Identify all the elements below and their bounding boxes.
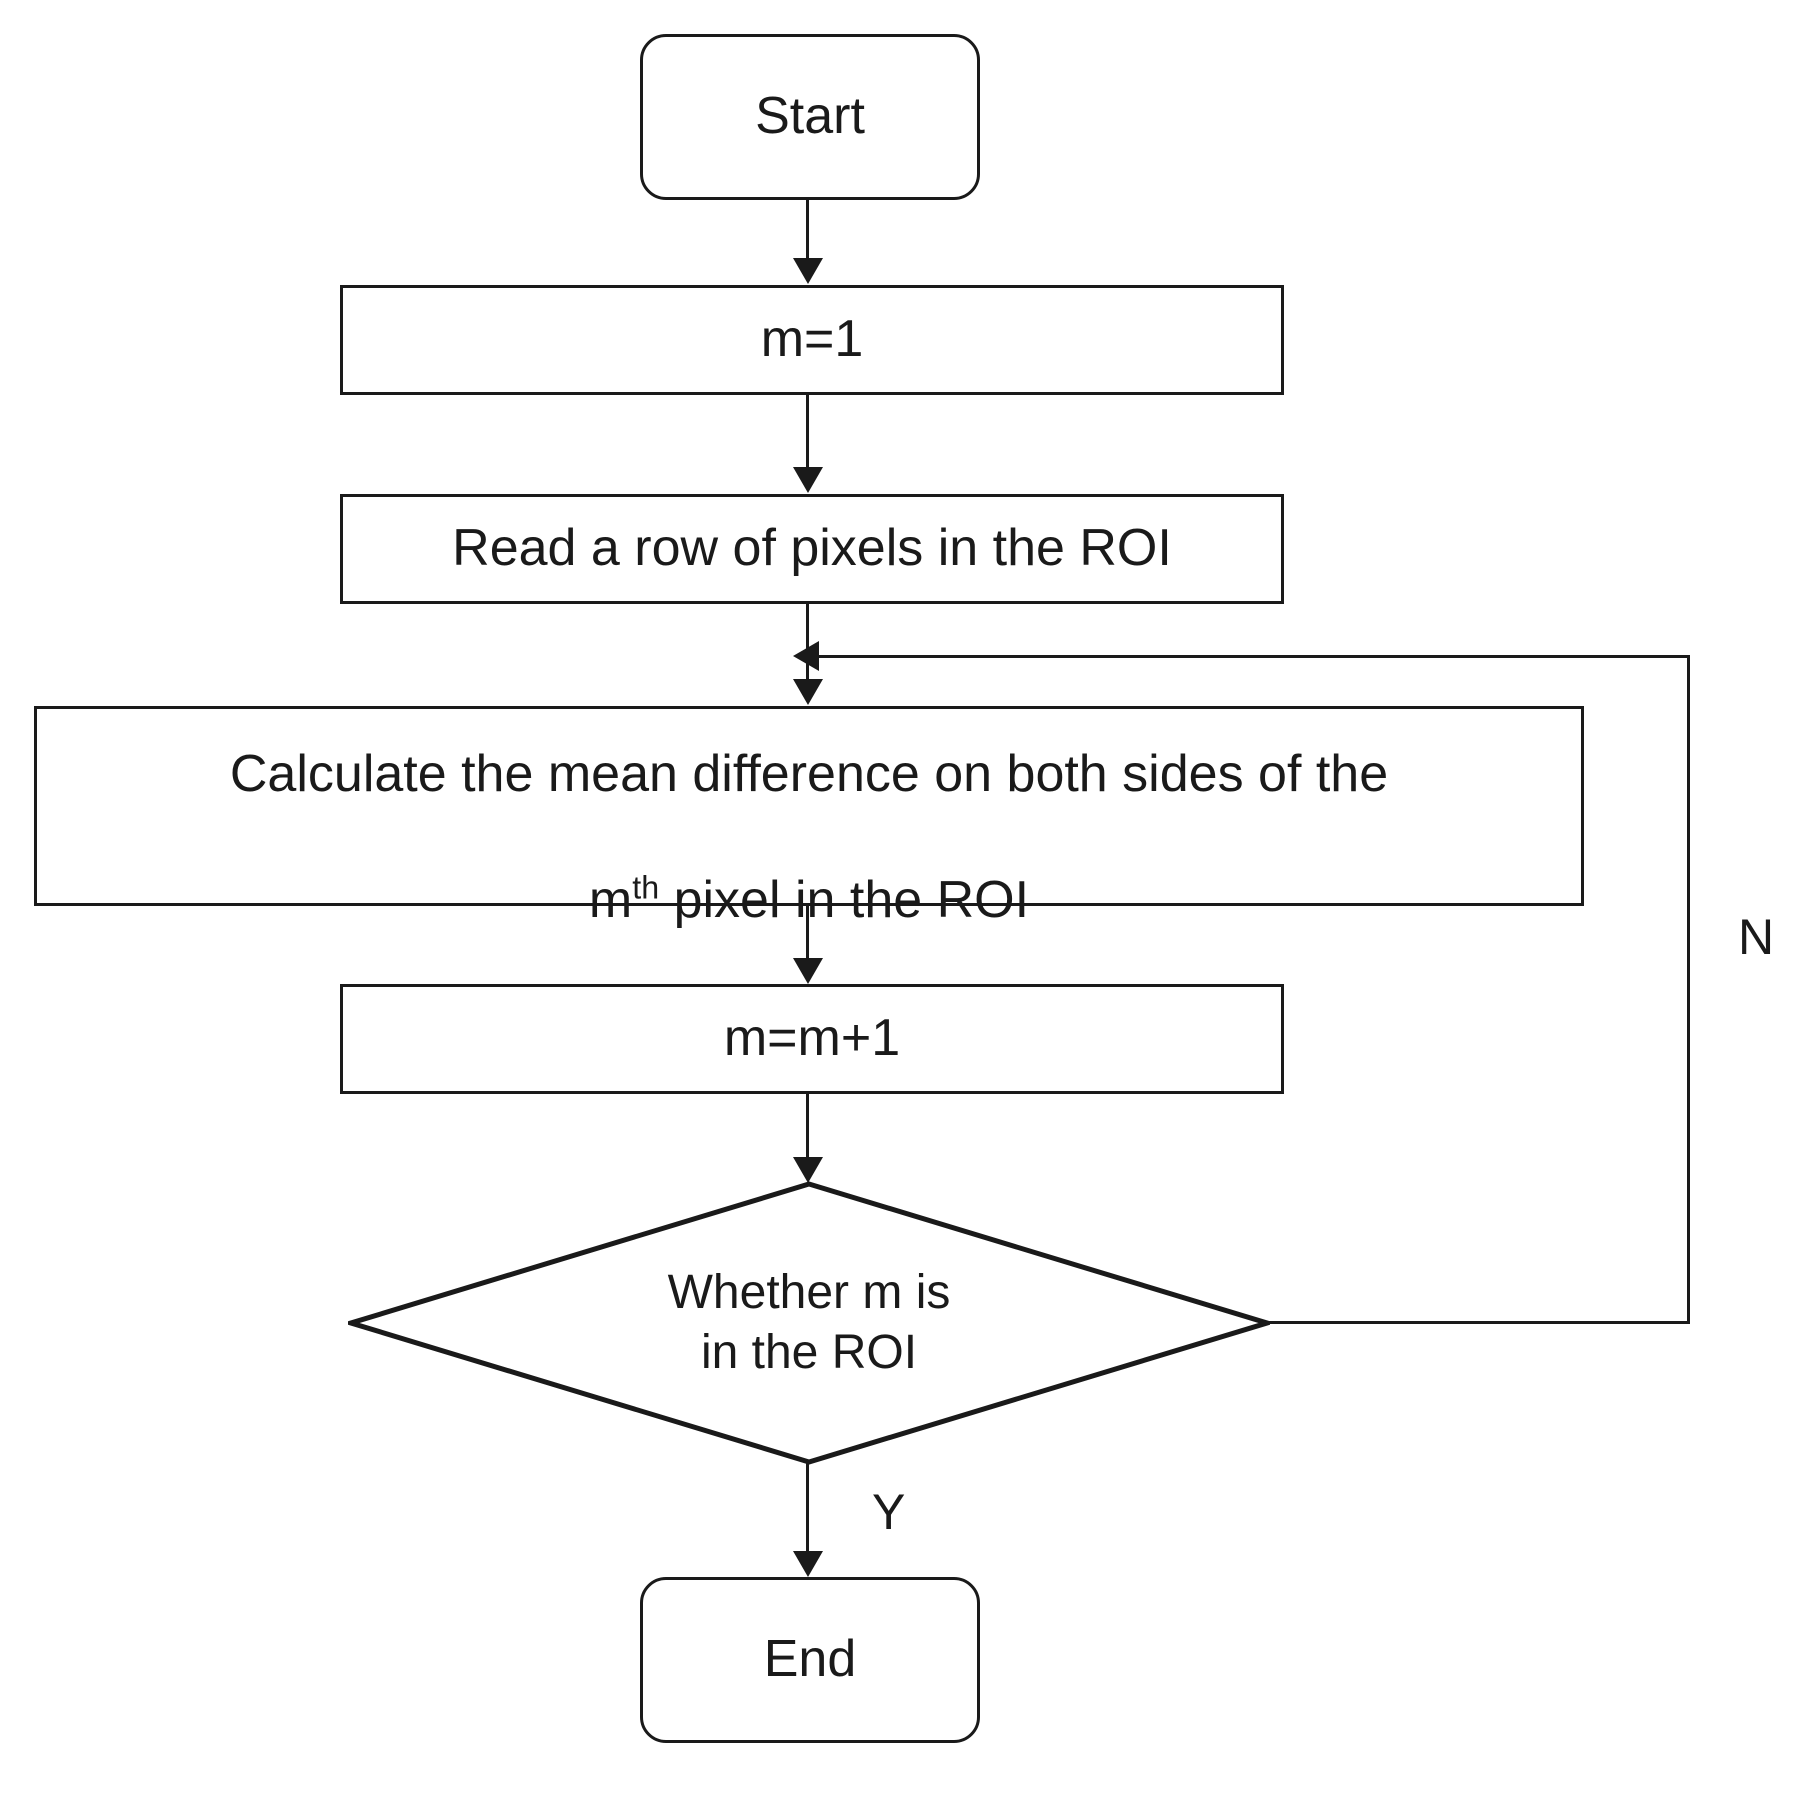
flowchart-node-read-row[interactable]: Read a row of pixels in the ROI [340, 494, 1284, 604]
node-calculate-line1: Calculate the mean difference on both si… [229, 744, 1389, 803]
edge-decision-no-horizontal-return [818, 655, 1690, 658]
flowchart-node-decision[interactable]: Whether m is in the ROI [348, 1181, 1270, 1465]
node-start-label: Start [755, 87, 865, 146]
edge-start-to-init [806, 200, 809, 262]
node-decision-label: Whether m is in the ROI [667, 1266, 951, 1379]
decision-diamond-shape [348, 1181, 1270, 1465]
branch-label-yes: Y [872, 1484, 906, 1540]
flowchart-node-calculate[interactable]: Calculate the mean difference on both si… [34, 706, 1584, 929]
edge-increment-to-decision [806, 1094, 809, 1157]
flowchart-node-end[interactable]: End [640, 1577, 980, 1743]
flowchart-node-increment[interactable]: m=m+1 [340, 984, 1284, 1094]
edge-calculate-to-increment-arrowhead [793, 958, 823, 984]
edge-calculate-to-increment [806, 906, 809, 958]
node-increment-label: m=m+1 [723, 1009, 901, 1068]
node-read-row-label: Read a row of pixels in the ROI [452, 519, 1172, 578]
node-calculate-line2-suffix: pixel in the ROI [659, 871, 1030, 930]
node-end-label: End [763, 1630, 857, 1689]
node-calculate-superscript-th: th [632, 870, 660, 907]
node-calculate-label: Calculate the mean difference on both si… [220, 679, 1398, 933]
flowchart-node-init[interactable]: m=1 [340, 285, 1284, 395]
edge-increment-to-decision-arrowhead [793, 1157, 823, 1183]
node-init-label: m=1 [760, 310, 864, 369]
flowchart-node-start[interactable]: Start [640, 34, 980, 200]
edge-init-to-read-arrowhead [793, 467, 823, 493]
edge-decision-no-horizontal-right [1268, 1321, 1690, 1324]
edge-init-to-read [806, 395, 809, 467]
edge-decision-yes-to-end [806, 1463, 809, 1551]
edge-decision-no-arrowhead [793, 641, 819, 671]
branch-label-no: N [1738, 909, 1775, 965]
edge-decision-yes-to-end-arrowhead [793, 1551, 823, 1577]
edge-read-to-calculate-arrowhead [793, 679, 823, 705]
edge-decision-no-vertical [1687, 655, 1690, 1324]
node-calculate-m: m [588, 871, 633, 930]
edge-start-to-init-arrowhead [793, 258, 823, 284]
